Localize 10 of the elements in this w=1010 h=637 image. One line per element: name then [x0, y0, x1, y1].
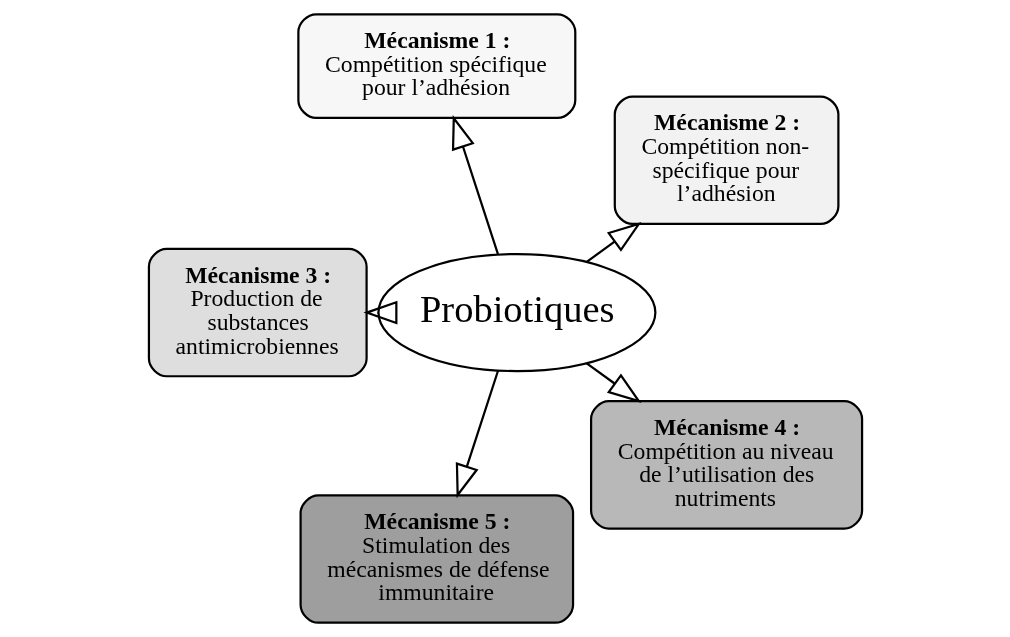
arrow: [455, 370, 499, 499]
node-box: Mécanisme 3 : Production de substances antimicrobiennes: [147, 247, 368, 378]
arrow: [362, 300, 397, 325]
arrow: [451, 115, 499, 255]
node-box: Mécanisme 1 : Compétition spécifique pour l’adhésion: [296, 13, 576, 120]
node-box: Mécanisme 4 : Compétition au niveau de l’utilisation des nutriments: [589, 400, 863, 530]
node-box: Mécanisme 5 : Stimulation des mécanismes de défense immunitaire: [299, 494, 574, 624]
node-box: Mécanisme 2 : Compétition non-spécifique pour l’adhésion: [613, 95, 839, 226]
arrow: [585, 222, 641, 263]
arrow: [585, 362, 641, 404]
